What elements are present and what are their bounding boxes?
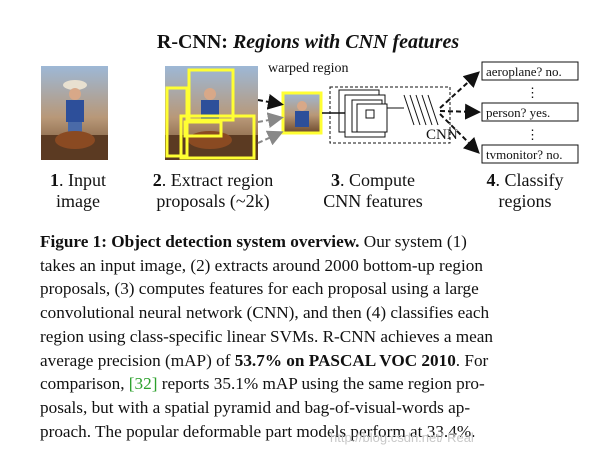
output-box-aeroplane [481,61,579,81]
output-label-tvmonitor: tvmonitor? no. [486,147,563,162]
cnn-label: CNN [426,127,458,143]
cnn-block [322,86,451,144]
classify-arrow [439,113,480,154]
title-italic: Regions with CNN features [232,31,460,53]
ellipsis-upper: ⋮ [526,85,539,100]
watermark: http://blog.csdn.net/ Real [330,430,474,445]
title-prefix: R-CNN: [156,31,233,53]
classify-arrow [439,103,481,120]
warp-arrow [257,112,284,129]
figure-title: R-CNN: Regions with CNN features [0,30,616,54]
classify-arrow [439,71,480,109]
figure-caption: Figure 1: Object detection system overvi… [40,232,493,441]
input-image [41,66,108,160]
caption-label: Figure 1: Object detection system overvi… [40,232,360,251]
ellipsis-lower: ⋮ [526,127,539,142]
citation-link[interactable]: [32] [128,374,158,394]
output-label-person: person? yes. [486,105,550,120]
warp-arrow [257,130,284,146]
warp-arrow [257,93,284,110]
region-proposals-image [165,66,258,160]
output-box-tvmonitor [481,144,579,164]
warped-region [281,91,323,135]
rcnn-diagram: warped region CNN aeroplane? no. person?… [41,61,579,164]
output-box-person [481,102,579,122]
warped-region-label: warped region [268,61,348,76]
output-label-aeroplane: aeroplane? no. [486,64,562,79]
